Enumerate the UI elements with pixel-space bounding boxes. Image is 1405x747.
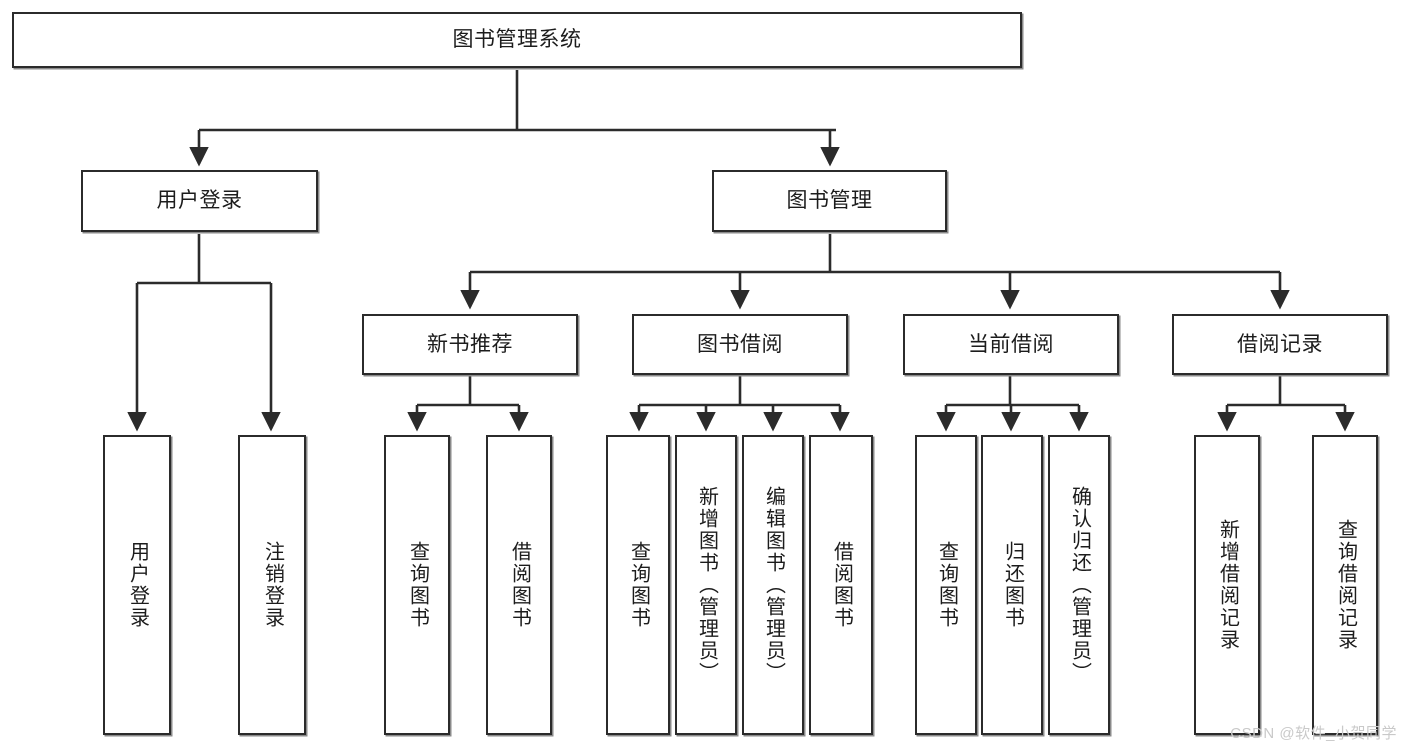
leaf-borrow-book-recommend[interactable]: 借阅图书 [486,435,552,735]
node-label: 借阅图书 [830,541,853,629]
node-label: 查询图书 [406,541,429,629]
csdn-watermark: CSDN @软件_小贺同学 [1230,725,1397,742]
node-user-login[interactable]: 用户登录 [81,170,318,232]
leaf-query-book-current[interactable]: 查询图书 [915,435,977,735]
leaf-return-book[interactable]: 归还图书 [981,435,1043,735]
node-label: 图书借阅 [697,332,783,356]
leaf-query-book-recommend[interactable]: 查询图书 [384,435,450,735]
node-label: 查询图书 [935,541,958,629]
leaf-borrow-book-borrow[interactable]: 借阅图书 [809,435,873,735]
leaf-query-book-borrow[interactable]: 查询图书 [606,435,670,735]
node-label: 新增借阅记录 [1216,519,1239,651]
node-label: 借阅记录 [1237,332,1323,356]
node-label: 注销登录 [261,541,284,629]
leaf-query-borrow-record[interactable]: 查询借阅记录 [1312,435,1378,735]
node-new-book-recommend[interactable]: 新书推荐 [362,314,578,375]
node-label: 归还图书 [1001,541,1024,629]
node-label: 图书管理 [786,189,873,213]
node-label: 确认归还（管理员） [1068,486,1091,684]
node-label: 编辑图书（管理员） [762,486,785,684]
leaf-user-login[interactable]: 用户登录 [103,435,171,735]
node-label: 新增图书（管理员） [695,486,718,684]
node-label: 当前借阅 [968,332,1054,356]
leaf-add-borrow-record[interactable]: 新增借阅记录 [1194,435,1260,735]
leaf-add-book[interactable]: 新增图书（管理员） [675,435,737,735]
node-label: 用户登录 [126,541,149,629]
node-label: 借阅图书 [508,541,531,629]
node-label: 新书推荐 [427,332,513,356]
node-label: 查询图书 [627,541,650,629]
leaf-confirm-return[interactable]: 确认归还（管理员） [1048,435,1110,735]
node-label: 用户登录 [156,189,243,213]
node-borrow-record[interactable]: 借阅记录 [1172,314,1388,375]
leaf-edit-book[interactable]: 编辑图书（管理员） [742,435,804,735]
node-label: 图书管理系统 [452,28,582,52]
node-book-borrow[interactable]: 图书借阅 [632,314,848,375]
leaf-logout-login[interactable]: 注销登录 [238,435,306,735]
node-root-system[interactable]: 图书管理系统 [12,12,1022,68]
node-label: 查询借阅记录 [1334,519,1357,651]
node-current-borrow[interactable]: 当前借阅 [903,314,1119,375]
node-book-management[interactable]: 图书管理 [712,170,947,232]
